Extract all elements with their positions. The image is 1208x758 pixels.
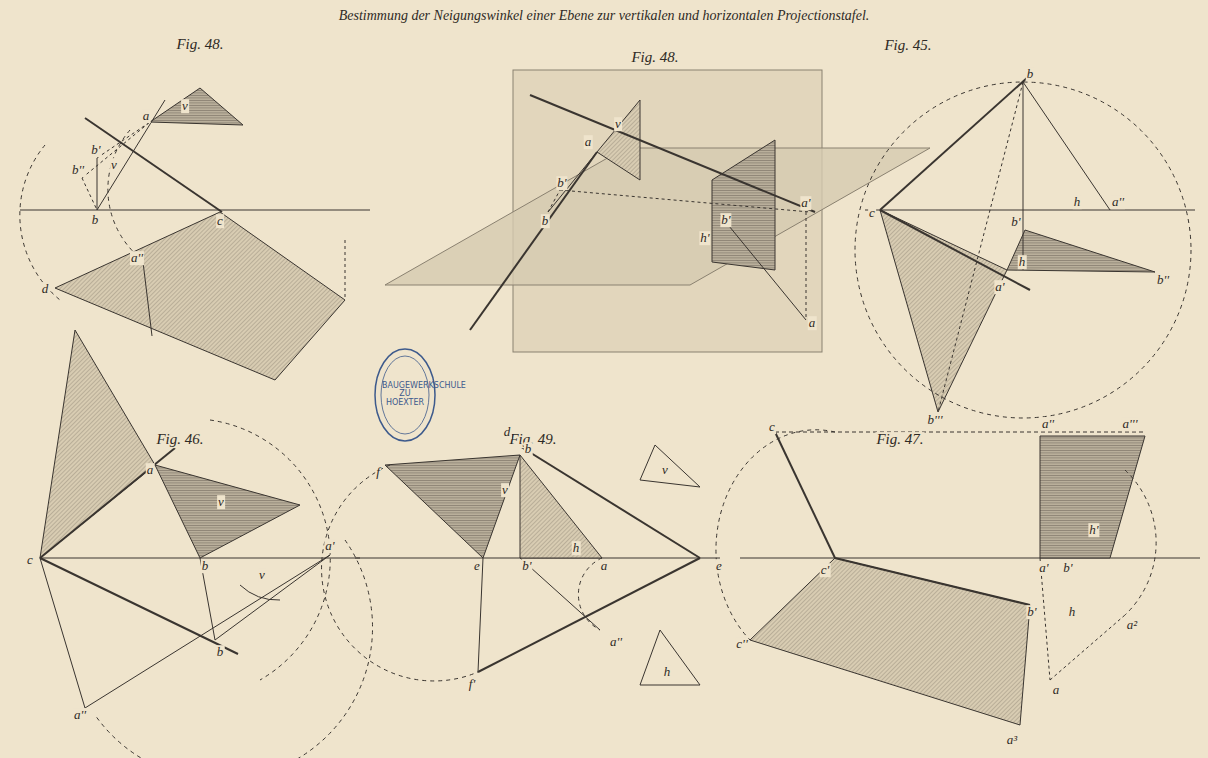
point-label: h — [1068, 605, 1077, 619]
point-label: v — [217, 495, 225, 509]
point-label: v — [181, 99, 189, 113]
point-label: a' — [994, 280, 1005, 294]
point-label: a — [808, 316, 817, 330]
point-label: f' — [468, 677, 476, 691]
point-label: b — [541, 214, 550, 228]
point-label: a³ — [1006, 733, 1018, 747]
point-label: a'' — [130, 251, 144, 265]
point-label: a — [146, 463, 155, 477]
point-label: b'' — [71, 163, 85, 177]
figure-number: Fig. 45. — [883, 38, 932, 54]
point-label: a'' — [1111, 195, 1125, 209]
point-label: d — [41, 282, 50, 296]
point-label: v — [501, 483, 509, 497]
point-label: b'' — [1156, 273, 1170, 287]
figure-number: Fig. 49. — [508, 432, 557, 448]
point-label: b — [91, 213, 100, 227]
point-label: a''' — [1122, 417, 1139, 431]
point-label: a'' — [1041, 417, 1055, 431]
point-label: b' — [720, 213, 731, 227]
plate-title: Bestimmung der Neigungswinkel einer Eben… — [0, 8, 1208, 24]
point-label: a² — [1126, 618, 1138, 632]
point-label: c — [216, 214, 224, 228]
stamp-text: BAUGEWERKSCHULE ZU HOEXTER — [381, 382, 429, 407]
point-label: e — [473, 559, 481, 573]
point-label: h — [663, 665, 672, 679]
figure-number: Fig. 47. — [875, 432, 924, 448]
point-label: a' — [1038, 561, 1049, 575]
point-label: v — [258, 568, 266, 582]
point-label: b' — [1062, 561, 1073, 575]
point-label: c — [26, 553, 34, 567]
point-label: a — [600, 559, 609, 573]
point-label: c — [868, 206, 876, 220]
point-label: b — [524, 442, 533, 456]
point-label: c — [768, 420, 776, 434]
figure-number: Fig. 46. — [155, 432, 204, 448]
point-label: a — [1052, 683, 1061, 697]
point-label: a'' — [609, 635, 623, 649]
point-label: e — [715, 559, 723, 573]
point-label: h — [572, 541, 581, 555]
point-label: b — [201, 559, 210, 573]
point-label: a' — [324, 539, 335, 553]
point-label: b' — [1026, 605, 1037, 619]
point-label: b' — [521, 559, 532, 573]
point-label: a'' — [73, 708, 87, 722]
point-label: b''' — [927, 413, 944, 427]
point-label: a — [142, 109, 151, 123]
point-label: h — [1073, 195, 1082, 209]
point-label: c' — [820, 563, 831, 577]
point-label: b — [1026, 67, 1035, 81]
point-label: f — [375, 465, 381, 479]
point-label: d — [503, 425, 512, 439]
point-label: h' — [699, 231, 710, 245]
point-label: v — [661, 463, 669, 477]
point-label: a — [584, 135, 593, 149]
point-label: b — [216, 645, 225, 659]
point-label: v — [614, 117, 622, 131]
point-label: b' — [90, 143, 101, 157]
point-label: h — [1018, 255, 1027, 269]
point-label: h' — [1088, 523, 1099, 537]
point-label: c'' — [735, 637, 748, 651]
figure-number: Fig. 48. — [175, 37, 224, 53]
point-label: b' — [556, 176, 567, 190]
point-label: v — [110, 158, 118, 172]
point-label: b' — [1010, 215, 1021, 229]
point-label: a' — [800, 196, 811, 210]
figure-number: Fig. 48. — [630, 50, 679, 66]
